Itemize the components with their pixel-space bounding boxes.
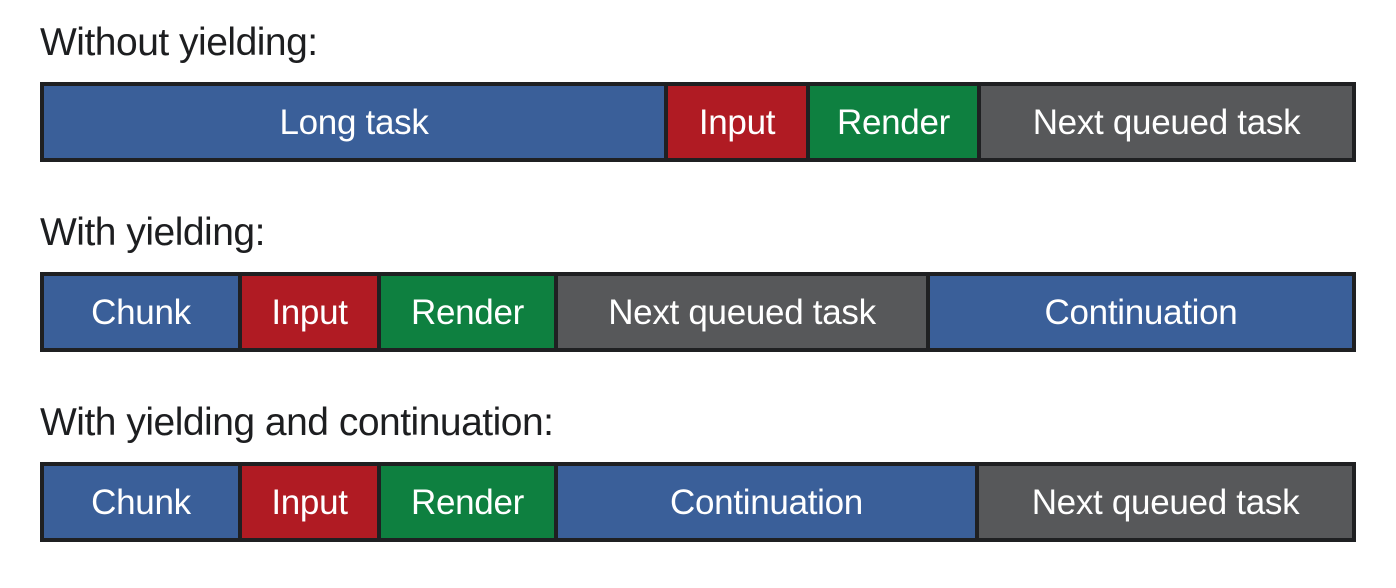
bar-segment-render: Render [377, 466, 554, 538]
timeline-section-2: With yielding and continuation: Chunk In… [40, 400, 1356, 542]
segment-label: Chunk [91, 482, 191, 522]
segment-label: Input [698, 102, 776, 142]
bar-segment-continuation: Continuation [926, 276, 1352, 348]
segment-label: Next queued task [608, 292, 876, 332]
segment-label: Continuation [670, 482, 863, 522]
segment-label: Long task [279, 102, 429, 142]
segment-label: Chunk [91, 292, 191, 332]
segment-label: Render [837, 102, 950, 142]
timeline-bar: Long task Input Render Next queued task [40, 82, 1356, 162]
sections-container: Without yielding: Long task Input Render… [40, 20, 1356, 542]
section-title: With yielding: [40, 211, 265, 254]
segment-label: Render [411, 482, 524, 522]
segment-label: Next queued task [1032, 102, 1301, 142]
timeline-bar: Chunk Input Render Continuation Next que… [40, 462, 1356, 542]
bar-segment-next-queued-task: Next queued task [975, 466, 1352, 538]
bar-segment-input: Input [664, 86, 806, 158]
bar-segment-long-task: Long task [44, 86, 664, 158]
timeline-section-0: Without yielding: Long task Input Render… [40, 20, 1356, 162]
segment-label: Input [271, 482, 348, 522]
bar-segment-continuation: Continuation [554, 466, 975, 538]
bar-segment-next-queued-task: Next queued task [554, 276, 926, 348]
bar-segment-input: Input [238, 466, 377, 538]
bar-segment-input: Input [238, 276, 377, 348]
segment-label: Input [271, 292, 348, 332]
bar-segment-chunk: Chunk [44, 276, 238, 348]
bar-segment-next-queued-task: Next queued task [977, 86, 1352, 158]
section-title: With yielding and continuation: [40, 401, 554, 444]
segment-label: Render [411, 292, 524, 332]
segment-label: Continuation [1044, 292, 1238, 332]
segment-label: Next queued task [1031, 482, 1300, 522]
timeline-section-1: With yielding: Chunk Input Render Next q… [40, 210, 1356, 352]
timeline-bar: Chunk Input Render Next queued task Cont… [40, 272, 1356, 352]
bar-segment-render: Render [377, 276, 554, 348]
bar-segment-render: Render [806, 86, 977, 158]
section-title: Without yielding: [40, 21, 318, 64]
bar-segment-chunk: Chunk [44, 466, 238, 538]
